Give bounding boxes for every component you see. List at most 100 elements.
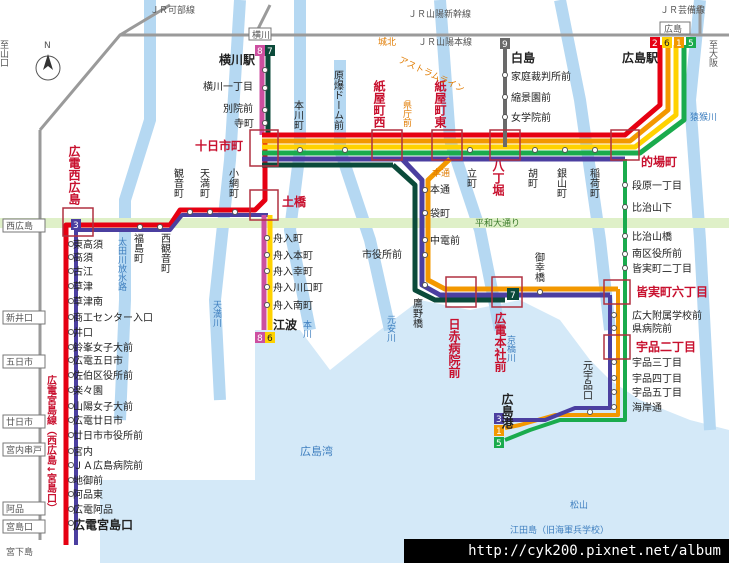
hiroshima-bay-label: 広島湾 — [300, 444, 333, 458]
stop-hatsukaichi-city: 廿日市市役所前 — [73, 429, 143, 442]
kamiyacho-higashi-label: 紙屋町東 — [433, 79, 447, 129]
route-badge-7 — [265, 45, 275, 56]
jr-kabe-label: ＪＲ可部線 — [150, 4, 195, 16]
stop-funairi-kawaguchi: 舟入川口町 — [273, 281, 323, 294]
jr-hiroshima-box: 広島 — [664, 23, 682, 35]
nisseki-label: 日赤病院前 — [447, 318, 461, 379]
stop-hirodai: 広大附属学校前 — [632, 309, 702, 322]
tenma-river-label: 天満川 — [211, 300, 222, 327]
matsuyama-label: 松山 — [570, 499, 588, 511]
interchange-boxes — [62, 129, 640, 360]
yokogawa-station-label: 横川駅 — [219, 52, 256, 67]
stop-takanobashi: 鷹野橋 — [411, 297, 423, 329]
stop-chuden: 中電前 — [430, 234, 460, 247]
stop-ujina4: 宇品四丁目 — [632, 372, 682, 385]
stop-dots — [137, 67, 628, 415]
stop-itsukaichi: 広電五日市 — [73, 354, 123, 367]
stop-teramachi: 寺町 — [234, 118, 254, 130]
jr-sanyo-label: ＪＲ山陽本線 — [418, 36, 472, 48]
north-arrow-icon: N — [35, 41, 61, 81]
stop-minami2: 皆実町二丁目 — [632, 262, 692, 275]
jr-geibi-label: ＪＲ芸備線 — [660, 4, 705, 16]
etajima-label: 江田島（旧海軍兵学校） — [510, 524, 609, 536]
stop-kanon: 観音町 — [172, 167, 184, 198]
stop-ujina5: 宇品五丁目 — [632, 386, 682, 399]
route-1-text: 1 — [676, 39, 682, 49]
to-osaka-label: 至大阪 — [707, 40, 718, 68]
stop-kaigandori: 海岸通 — [632, 401, 662, 414]
honsha-label: 広電本社前 — [493, 311, 507, 373]
stop-hiroden-ajina: 広電阿品 — [73, 503, 113, 516]
stop-miyuki: 御幸橋 — [533, 251, 545, 283]
miyajima-stop-dots — [68, 241, 74, 526]
stop-jigozen: 地御前 — [73, 474, 103, 487]
stop-danbara: 段原一丁目 — [632, 179, 682, 192]
stop-betsuin: 別院前 — [223, 102, 253, 115]
hiroshima-station-label: 広島駅 — [622, 50, 659, 65]
eba-label: 江波 — [273, 317, 298, 332]
stop-funairi: 舟入町 — [273, 232, 303, 245]
stop-minami-ku: 南区役所前 — [632, 247, 682, 260]
dobashi-label: 土橋 — [282, 194, 307, 209]
stop-miyauchi: 宮内 — [73, 445, 93, 458]
minamimachi6-label: 皆実町六丁目 — [636, 284, 708, 299]
hondori-orange-label: 本通 — [432, 167, 450, 179]
jr-shin-inokuchi: 新井口 — [6, 312, 33, 324]
ota-river-label: 太田川放水路 — [116, 236, 127, 292]
hiroshima-port-label: 広島港 — [500, 392, 514, 430]
stop-fukuromachi: 袋町 — [430, 207, 450, 220]
stop-koami: 小網町 — [227, 168, 239, 198]
stop-furue: 古江 — [73, 265, 93, 278]
stop-kusatsu-minami: 草津南 — [73, 295, 103, 308]
kyobashi-label: 京橋川 — [505, 334, 516, 362]
stop-kenbyoin: 県病院前 — [632, 322, 672, 335]
stop-inari: 稲荷町 — [588, 168, 600, 198]
matoba-label: 的場町 — [641, 154, 677, 169]
stop-ja-hospital: ＪＡ広島病院前 — [73, 459, 143, 472]
stop-saeki: 佐伯区役所前 — [73, 369, 133, 382]
route-badges: 8 7 2 6 1 5 3 9 8 6 7 3 1 5 — [71, 37, 696, 449]
miyajima-line-stops: 東高須 高須 古江 草津 草津南 商工センター入口 井口 鈴峯女子大前 広電五日… — [73, 238, 153, 516]
route-6-eba-text: 6 — [267, 334, 273, 344]
jr-hatsukaichi: 廿日市 — [6, 416, 33, 428]
stop-kusatsu: 草津 — [73, 281, 93, 293]
left-jr-stations: 西広島 新井口 五日市 廿日市 宮内串戸 阿品 宮島口 宮下島 — [2, 218, 46, 558]
route-2-text: 2 — [652, 39, 658, 49]
jr-miyashita: 宮下島 — [6, 546, 33, 558]
miyajima-line-name: 広電宮島線（西広島↓宮島口） — [45, 374, 58, 514]
jr-shinkansen-label: ＪＲ山陽新幹線 — [408, 8, 471, 20]
stop-motoujina: 元宇品口 — [581, 360, 593, 400]
kencho-label: 県庁前 — [401, 100, 412, 128]
route-5-text: 5 — [688, 39, 694, 49]
miyajimaguchi-label: 広電宮島口 — [73, 517, 133, 532]
stop-funairi-minami: 舟入南町 — [273, 299, 313, 312]
stop-ebisu: 胡町 — [526, 167, 538, 188]
stop-hondori: 本通 — [430, 183, 450, 196]
heiwa-odori-label: 平和大通り — [475, 217, 520, 229]
stop-genbaku: 原爆ドーム前 — [332, 70, 344, 131]
route-9-text: 9 — [502, 40, 508, 50]
stop-ujina3: 宇品三丁目 — [632, 356, 682, 369]
stop-shukkeien: 縮景園前 — [511, 91, 551, 104]
ujina2-label: 宇品二丁目 — [636, 339, 696, 354]
stop-shoko: 商工センター入口 — [73, 311, 153, 324]
stop-rakurakuen: 楽々園 — [73, 384, 103, 397]
stop-kasai: 家庭裁判所前 — [511, 70, 571, 83]
jr-yokogawa-box: 横川 — [252, 29, 270, 41]
jr-miyajimaguchi: 宮島口 — [6, 521, 33, 533]
jono-label: 城北 — [378, 37, 396, 48]
stop-kanayama: 銀山町 — [555, 167, 567, 198]
hon-river-label: 本川 — [301, 319, 312, 338]
tram-lines — [63, 45, 687, 545]
stop-suzugamine: 鈴峯女子大前 — [73, 341, 133, 354]
stop-takasu: 高須 — [73, 251, 93, 264]
route-6-text: 6 — [664, 39, 670, 49]
stop-tatemachi: 立町 — [465, 167, 477, 188]
stop-tenma: 天満町 — [198, 168, 210, 198]
to-yamaguchi-label: 至山口 — [0, 40, 9, 67]
hakushima-label: 白島 — [511, 50, 535, 65]
jr-nishihiroshima: 西広島 — [6, 220, 33, 232]
route-7-honsha-text: 7 — [510, 291, 516, 301]
